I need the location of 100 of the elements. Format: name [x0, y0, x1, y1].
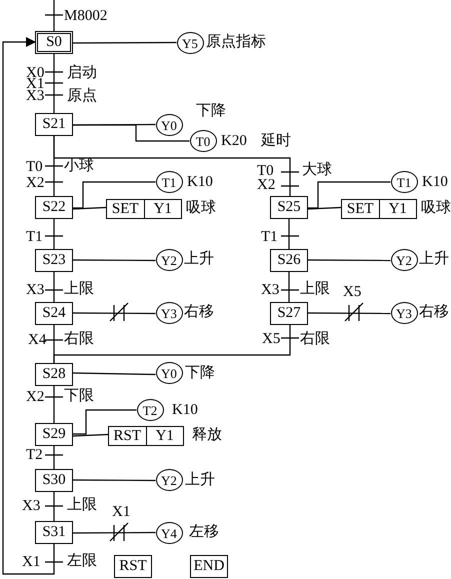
- coil-circle: T0: [190, 130, 216, 152]
- condition-label: 上限: [67, 498, 97, 513]
- coil-circle: Y0: [156, 362, 182, 384]
- connector-line: [53, 219, 55, 249]
- operand-text: Y1: [144, 200, 181, 218]
- coil-circle: T1: [390, 171, 418, 193]
- action-label: 原点指标: [206, 35, 266, 50]
- action-label: 左移: [189, 525, 219, 540]
- connector-line: [73, 409, 136, 435]
- arrow: [2, 37, 55, 575]
- action-label: 右移: [184, 305, 214, 320]
- step-box: S22: [35, 196, 73, 219]
- step-box: S24: [35, 302, 73, 325]
- action-label: 延时: [261, 134, 291, 149]
- coil-circle: T2: [136, 399, 164, 421]
- action-label: K20: [221, 134, 247, 149]
- condition-label: T1: [26, 230, 43, 245]
- connector-line: [73, 124, 190, 142]
- condition-label: X2: [257, 178, 276, 193]
- action-label: 吸球: [421, 201, 451, 216]
- condition-label: X2: [26, 390, 44, 405]
- operand-text: Y1: [378, 200, 416, 218]
- coil-circle: Y4: [156, 522, 182, 544]
- step-box: S21: [35, 113, 73, 136]
- connector-line: [53, 492, 55, 521]
- condition-label: 小球: [64, 159, 94, 174]
- condition-label: X3: [22, 499, 40, 514]
- condition-label: M8002: [64, 9, 108, 24]
- connector-line: [72, 434, 108, 437]
- step-box: RST: [114, 555, 152, 578]
- coil-circle: Y5: [176, 32, 204, 54]
- condition-label: 左限: [67, 554, 97, 569]
- connector-line: [53, 325, 291, 363]
- condition-label: 右限: [64, 332, 94, 347]
- connector-line: [73, 312, 156, 314]
- connector-line: [308, 181, 390, 209]
- operand-text: Y1: [146, 427, 183, 445]
- coil-circle: Y2: [156, 469, 182, 491]
- coil-circle: Y3: [390, 302, 418, 324]
- condition-label: T0: [26, 160, 43, 175]
- condition-label: X4: [28, 333, 46, 348]
- coil-circle: T1: [156, 171, 182, 193]
- condition-label: 下限: [64, 389, 94, 404]
- action-label: K10: [187, 175, 213, 190]
- connector-line: [72, 206, 106, 210]
- connector-line: [288, 272, 290, 302]
- action-label: K10: [422, 175, 448, 190]
- action-label: 释放: [192, 428, 222, 443]
- connector-line: [53, 386, 55, 423]
- action-label: 吸球: [186, 201, 216, 216]
- condition-label: 启动: [67, 66, 97, 81]
- step-box: S31: [35, 521, 73, 544]
- action-label: K10: [172, 403, 198, 418]
- condition-label: X5: [262, 332, 280, 347]
- instruction-box: [108, 426, 184, 446]
- step-box: S25: [270, 196, 308, 219]
- condition-label: T0: [257, 164, 274, 179]
- action-label: 下降: [196, 104, 226, 119]
- instruction-box: [106, 199, 182, 219]
- condition-label: T2: [26, 448, 43, 463]
- step-box: S30: [35, 469, 73, 492]
- connector-line: [53, 0, 55, 31]
- connector-line: [308, 259, 390, 262]
- action-label: 上升: [184, 252, 214, 267]
- condition-label: 上限: [64, 282, 94, 297]
- connector-line: [53, 54, 55, 113]
- step-box: S23: [35, 249, 73, 272]
- connector-line: [73, 259, 156, 262]
- condition-label: X1: [22, 555, 40, 570]
- condition-label: T1: [261, 230, 278, 245]
- connector-line: [308, 206, 342, 210]
- action-label: 上升: [419, 252, 449, 267]
- connector-line: [72, 372, 156, 376]
- connector-line: [73, 42, 176, 44]
- condition-label: 右限: [300, 332, 330, 347]
- step-box: S29: [35, 423, 73, 446]
- condition-label: 上限: [300, 282, 330, 297]
- connector-line: [73, 479, 156, 482]
- step-box: S26: [270, 249, 308, 272]
- action-label: 右移: [419, 305, 449, 320]
- step-box: END: [190, 555, 228, 578]
- connector-line: [308, 312, 390, 314]
- action-label: 上升: [185, 473, 215, 488]
- connector-line: [73, 181, 156, 209]
- edge-label: X1: [112, 505, 130, 520]
- condition-label: X3: [26, 283, 44, 298]
- instruction-text: SET: [346, 200, 375, 218]
- coil-circle: Y3: [156, 302, 182, 324]
- initial-step-box: S0: [35, 31, 73, 54]
- coil-circle: Y0: [156, 114, 182, 136]
- coil-circle: Y2: [390, 249, 418, 271]
- step-box: S28: [35, 363, 73, 386]
- step-box: S27: [270, 302, 308, 325]
- connector-line: [53, 136, 291, 196]
- coil-circle: Y2: [156, 249, 182, 271]
- connector-line: [288, 219, 290, 249]
- condition-label: X3: [26, 89, 44, 104]
- instruction-text: SET: [110, 200, 140, 218]
- connector-line: [53, 272, 55, 302]
- connector-line: [53, 446, 55, 469]
